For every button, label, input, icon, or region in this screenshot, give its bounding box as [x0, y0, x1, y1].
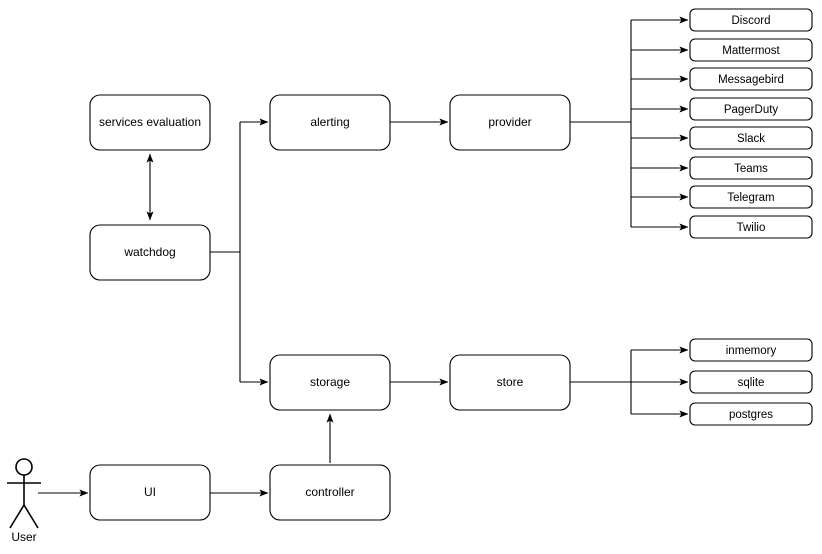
node-alerting-box[interactable]	[269, 94, 391, 151]
leaf-node-telegram-label: Telegram	[727, 192, 774, 204]
actor-user[interactable]: User	[7, 458, 41, 544]
node-ui-box[interactable]	[89, 464, 211, 521]
node-provider-box[interactable]	[449, 94, 571, 151]
node-storage-box[interactable]	[269, 354, 391, 411]
leaf-node-twilio-label: Twilio	[737, 222, 766, 234]
node-watchdog[interactable]: watchdog	[89, 224, 211, 281]
leaf-node-postgres-label: postgres	[729, 409, 773, 421]
leaf-node-slack-box[interactable]	[689, 126, 813, 150]
node-watchdog-box[interactable]	[89, 224, 211, 281]
leaf-node-pagerduty-box[interactable]	[689, 97, 813, 121]
leaf-node-mattermost[interactable]: Mattermost	[689, 38, 813, 62]
node-store-box[interactable]	[449, 354, 571, 411]
alert-provider-list: Discord Mattermost Messagebird PagerDuty…	[689, 8, 813, 239]
node-controller-label: controller	[305, 485, 354, 499]
node-storage-label: storage	[310, 375, 350, 389]
node-ui-label: UI	[144, 485, 156, 499]
leaf-node-slack-label: Slack	[737, 133, 765, 145]
leaf-node-discord-box[interactable]	[689, 8, 813, 32]
store-backend-list: inmemory sqlite postgres	[689, 338, 813, 426]
leaf-node-sqlite-label: sqlite	[738, 377, 765, 389]
leaf-node-discord[interactable]: Discord	[689, 8, 813, 32]
node-watchdog-label: watchdog	[123, 245, 175, 259]
node-controller-box[interactable]	[269, 464, 391, 521]
leaf-node-teams-label: Teams	[734, 163, 768, 175]
leaf-node-twilio[interactable]: Twilio	[689, 215, 813, 239]
leaf-node-inmemory[interactable]: inmemory	[689, 338, 813, 362]
leaf-node-teams[interactable]: Teams	[689, 156, 813, 180]
leaf-node-messagebird-box[interactable]	[689, 67, 813, 91]
node-provider-label: provider	[488, 115, 531, 129]
leaf-node-twilio-box[interactable]	[689, 215, 813, 239]
node-alerting[interactable]: alerting	[269, 94, 391, 151]
actor-head-icon	[15, 458, 33, 476]
leaf-node-inmemory-label: inmemory	[726, 345, 777, 357]
leaf-node-mattermost-box[interactable]	[689, 38, 813, 62]
leaf-node-pagerduty-label: PagerDuty	[724, 104, 779, 116]
node-ui[interactable]: UI	[89, 464, 211, 521]
leaf-node-pagerduty[interactable]: PagerDuty	[689, 97, 813, 121]
node-services-evaluation-box[interactable]	[89, 94, 211, 151]
leaf-node-messagebird-label: Messagebird	[718, 74, 784, 86]
leaf-node-postgres[interactable]: postgres	[689, 402, 813, 426]
node-services-evaluation[interactable]: services evaluation	[89, 94, 211, 151]
leaf-node-slack[interactable]: Slack	[689, 126, 813, 150]
node-store-label: store	[497, 375, 524, 389]
node-provider[interactable]: provider	[449, 94, 571, 151]
leaf-node-sqlite[interactable]: sqlite	[689, 370, 813, 394]
leaf-node-messagebird[interactable]: Messagebird	[689, 67, 813, 91]
leaf-node-telegram[interactable]: Telegram	[689, 185, 813, 209]
provider-branch-lines	[631, 16, 689, 231]
leaf-node-postgres-box[interactable]	[689, 402, 813, 426]
leaf-node-teams-box[interactable]	[689, 156, 813, 180]
node-store[interactable]: store	[449, 354, 571, 411]
leaf-node-telegram-box[interactable]	[689, 185, 813, 209]
node-storage[interactable]: storage	[269, 354, 391, 411]
actor-left-leg-icon	[9, 504, 25, 529]
node-services-evaluation-label: services evaluation	[99, 115, 201, 129]
node-alerting-label: alerting	[310, 115, 349, 129]
actor-user-label: User	[11, 530, 36, 544]
node-controller[interactable]: controller	[269, 464, 391, 521]
leaf-node-sqlite-box[interactable]	[689, 370, 813, 394]
leaf-node-mattermost-label: Mattermost	[722, 45, 780, 57]
leaf-node-discord-label: Discord	[732, 15, 771, 27]
store-branch-lines	[631, 346, 689, 418]
leaf-node-inmemory-box[interactable]	[689, 338, 813, 362]
actor-right-leg-icon	[23, 504, 39, 529]
